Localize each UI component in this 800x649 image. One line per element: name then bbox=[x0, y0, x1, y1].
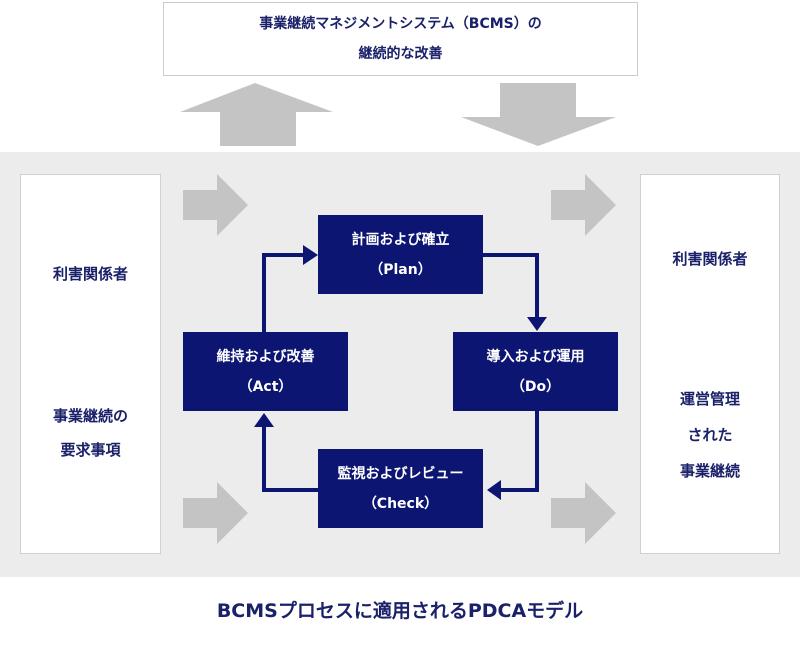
left-panel-input: 利害関係者 事業継続の 要求事項 bbox=[20, 174, 161, 554]
node-do-subtitle: （Do） bbox=[510, 378, 561, 395]
continual-improvement-line1: 事業継続マネジメントシステム（BCMS）の bbox=[259, 16, 542, 32]
left-requirements-line2: 要求事項 bbox=[60, 441, 121, 459]
down-arrow-icon bbox=[461, 83, 616, 146]
diagram-caption: BCMSプロセスに適用されるPDCAモデル bbox=[216, 600, 584, 622]
left-interested-parties-label: 利害関係者 bbox=[52, 265, 128, 283]
check-to-act-connector bbox=[262, 425, 318, 492]
node-plan-title: 計画および確立 bbox=[351, 231, 450, 248]
arrowhead-down-icon bbox=[527, 317, 547, 331]
right-managed-line1: 運営管理 bbox=[679, 390, 740, 408]
node-act: 維持および改善 （Act） bbox=[183, 332, 348, 411]
continual-improvement-line2: 継続的な改善 bbox=[358, 46, 443, 62]
node-check: 監視およびレビュー （Check） bbox=[318, 449, 483, 528]
node-do-title: 導入および運用 bbox=[486, 348, 585, 365]
node-do: 導入および運用 （Do） bbox=[453, 332, 618, 411]
right-managed-line3: 事業継続 bbox=[679, 462, 740, 480]
output-arrow-bottom-icon bbox=[551, 482, 616, 544]
input-arrow-bottom-icon bbox=[183, 482, 248, 544]
node-plan-subtitle: （Plan） bbox=[369, 261, 432, 278]
input-arrow-top-icon bbox=[183, 174, 248, 236]
up-arrow-icon bbox=[180, 83, 333, 146]
arrowhead-right-icon bbox=[303, 245, 318, 265]
right-panel-output: 利害関係者 運営管理 された 事業継続 bbox=[640, 174, 780, 554]
continual-improvement-box: 事業継続マネジメントシステム（BCMS）の 継続的な改善 bbox=[163, 2, 638, 76]
node-check-title: 監視およびレビュー bbox=[337, 465, 464, 482]
node-check-subtitle: （Check） bbox=[362, 495, 439, 512]
plan-to-do-connector bbox=[483, 253, 539, 320]
node-act-subtitle: （Act） bbox=[238, 378, 293, 395]
node-plan: 計画および確立 （Plan） bbox=[318, 215, 483, 294]
do-to-check-connector bbox=[498, 411, 539, 492]
arrowhead-up-icon bbox=[254, 413, 274, 427]
arrowhead-left-icon bbox=[487, 480, 501, 500]
right-interested-parties-label: 利害関係者 bbox=[672, 250, 748, 268]
left-requirements-line1: 事業継続の bbox=[52, 407, 128, 425]
output-arrow-top-icon bbox=[551, 174, 616, 236]
act-to-plan-connector bbox=[262, 253, 305, 333]
node-act-title: 維持および改善 bbox=[216, 348, 315, 365]
right-managed-line2: された bbox=[687, 426, 733, 444]
